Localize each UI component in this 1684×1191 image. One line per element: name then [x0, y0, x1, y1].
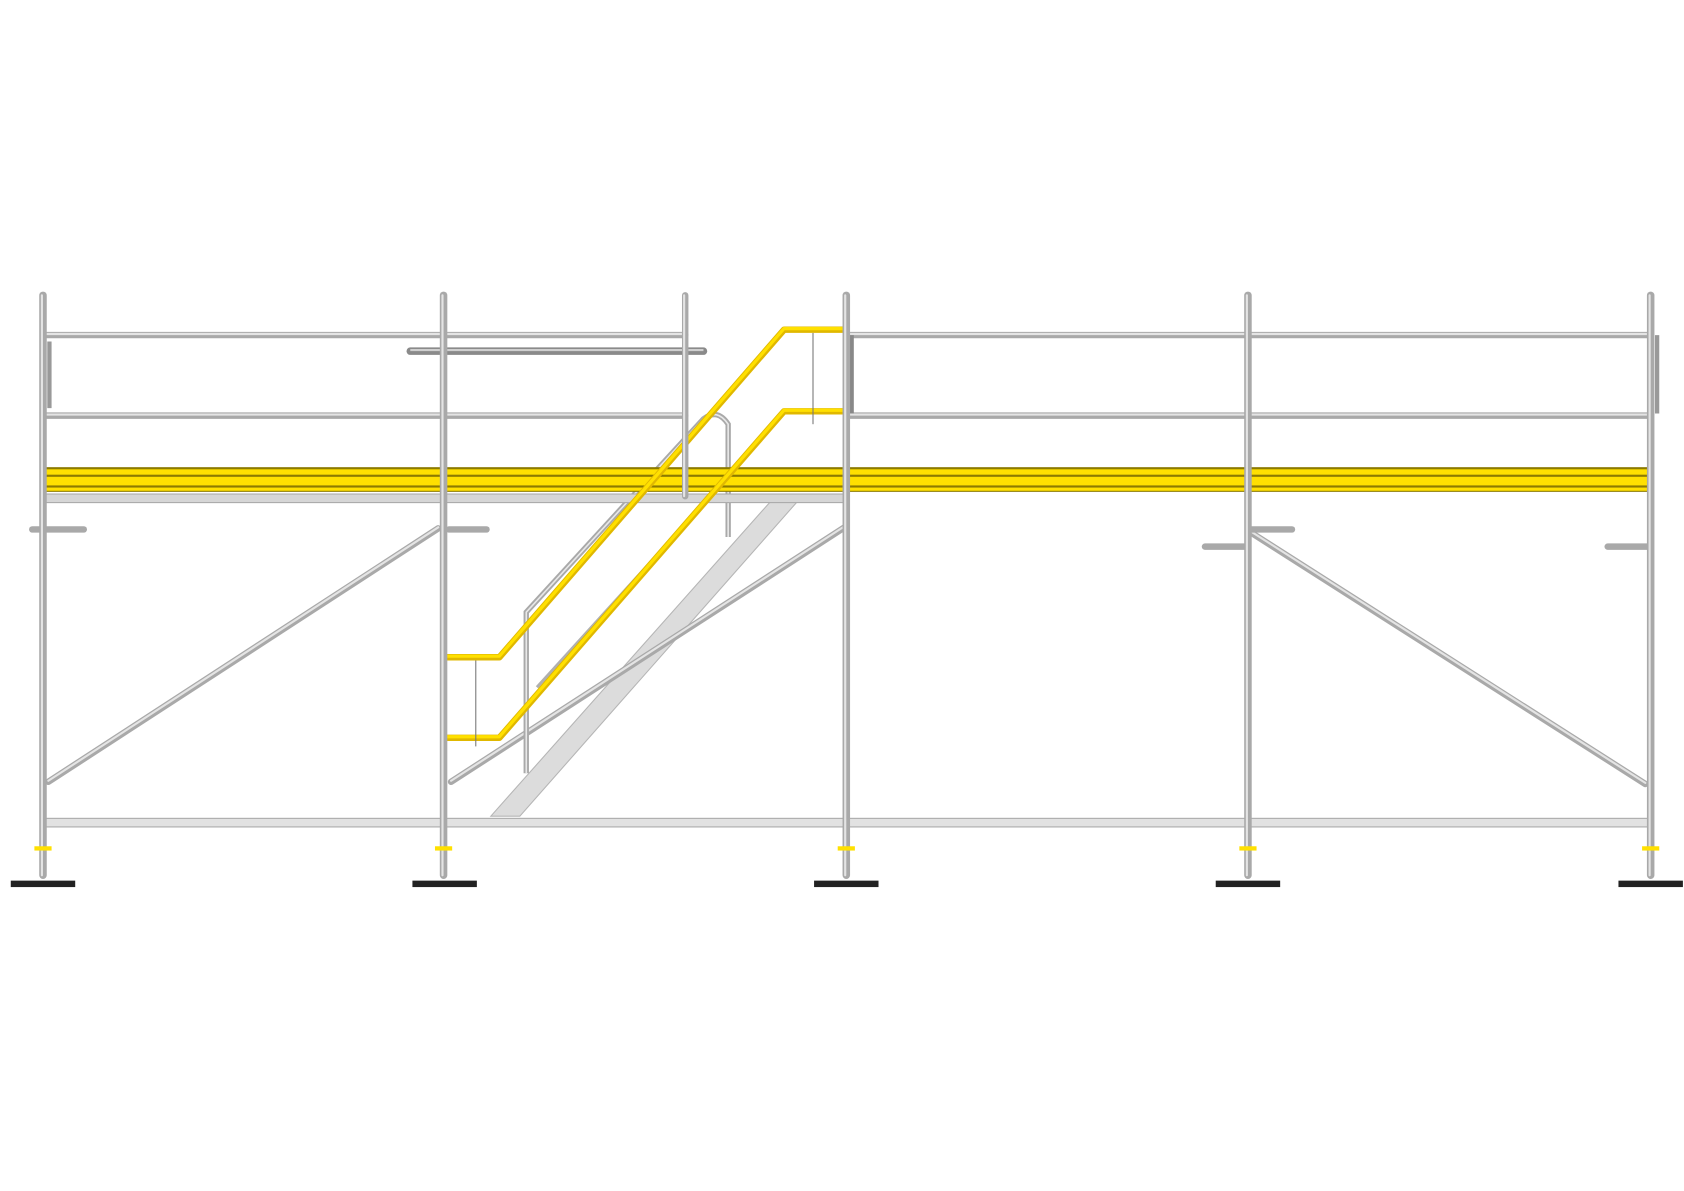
standard-1: [39, 291, 47, 880]
standard-5: [1646, 291, 1655, 880]
standard-4: [1244, 291, 1252, 880]
base-jack-4: [1215, 846, 1281, 888]
base-jack-5: [1618, 846, 1683, 888]
diagonal-braces: [45, 523, 1649, 788]
standards: [39, 291, 1655, 880]
standard-stair: [681, 292, 689, 500]
stair-handrails: [442, 326, 847, 747]
base-jacks: [10, 846, 1683, 888]
base-jack-1: [10, 846, 76, 888]
standard-3: [842, 291, 851, 880]
standard-2: [439, 291, 448, 880]
base-jack-3: [814, 846, 879, 888]
base-jack-2: [412, 846, 477, 888]
